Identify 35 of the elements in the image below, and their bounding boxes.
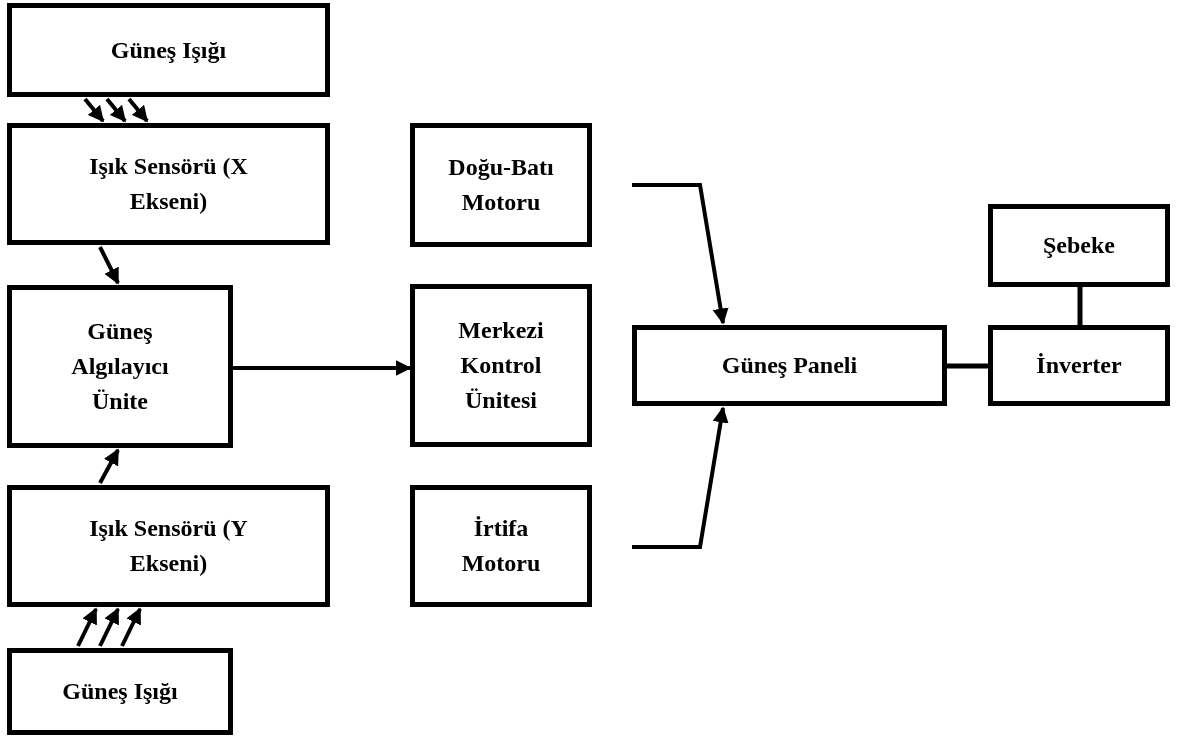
connector-line (947, 363, 988, 369)
arrow (233, 360, 412, 376)
arrow (83, 97, 105, 123)
process-box (632, 325, 947, 406)
connector-line (1077, 287, 1083, 325)
arrow (632, 406, 729, 549)
process-box (410, 123, 592, 247)
process-box (7, 485, 330, 607)
box-label: Şebeke (1043, 231, 1115, 261)
box-label: İrtifa Motoru (460, 514, 542, 578)
process-box (7, 123, 330, 245)
process-box (410, 284, 592, 447)
process-box (410, 485, 592, 607)
box-label: Güneş Algılayıcı Ünite (70, 317, 170, 416)
process-box (7, 648, 233, 735)
box-label: Güneş Paneli (721, 351, 858, 381)
box-label: İnverter (1036, 351, 1122, 381)
process-box (988, 204, 1170, 287)
arrow (98, 607, 120, 647)
process-box (7, 3, 330, 97)
arrow (98, 448, 120, 484)
arrow (76, 607, 98, 647)
arrow (105, 97, 127, 123)
arrow (632, 183, 729, 325)
arrow (120, 607, 142, 647)
box-label: Güneş Işığı (62, 677, 178, 707)
process-box (7, 285, 233, 448)
box-label: Merkezi Kontrol Ünitesi (457, 316, 545, 415)
box-label: Işık Sensörü (X Ekseni) (88, 152, 249, 216)
box-label: Işık Sensörü (Y Ekseni) (88, 514, 249, 578)
arrow (127, 97, 149, 123)
box-label: Güneş Işığı (110, 35, 227, 65)
box-label: Doğu-Batı Motoru (447, 153, 555, 217)
arrow (98, 246, 120, 285)
process-box (988, 325, 1170, 406)
